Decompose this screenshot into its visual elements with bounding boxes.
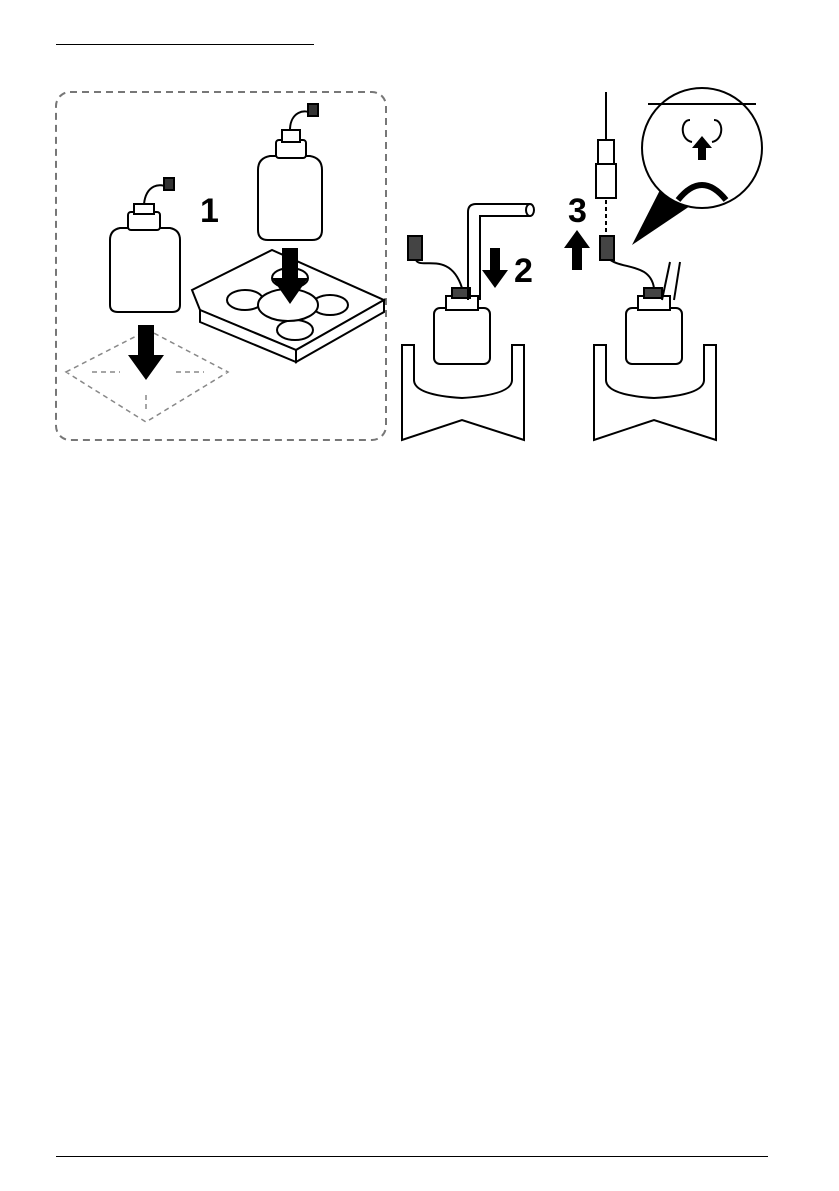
tube-step3 — [662, 262, 680, 300]
small-bottle — [110, 178, 180, 312]
installation-illustration: 1 2 3 — [50, 80, 770, 450]
cable-step2 — [408, 236, 462, 288]
footer-rule — [56, 1156, 768, 1157]
step1-dashed-frame — [56, 92, 386, 440]
arrow-down-floor — [128, 325, 164, 380]
header-rule — [56, 44, 314, 45]
step-label-2: 2 — [514, 252, 533, 290]
step-label-1: 1 — [200, 192, 219, 230]
canister-step2 — [402, 288, 524, 440]
connector-plug — [596, 92, 616, 234]
canister-step3 — [594, 288, 716, 440]
arrow-down-step2 — [482, 248, 508, 288]
large-bottle — [258, 104, 322, 240]
cable-step3 — [600, 236, 654, 288]
arrow-up-step3 — [564, 230, 590, 270]
step-label-3: 3 — [568, 192, 587, 230]
